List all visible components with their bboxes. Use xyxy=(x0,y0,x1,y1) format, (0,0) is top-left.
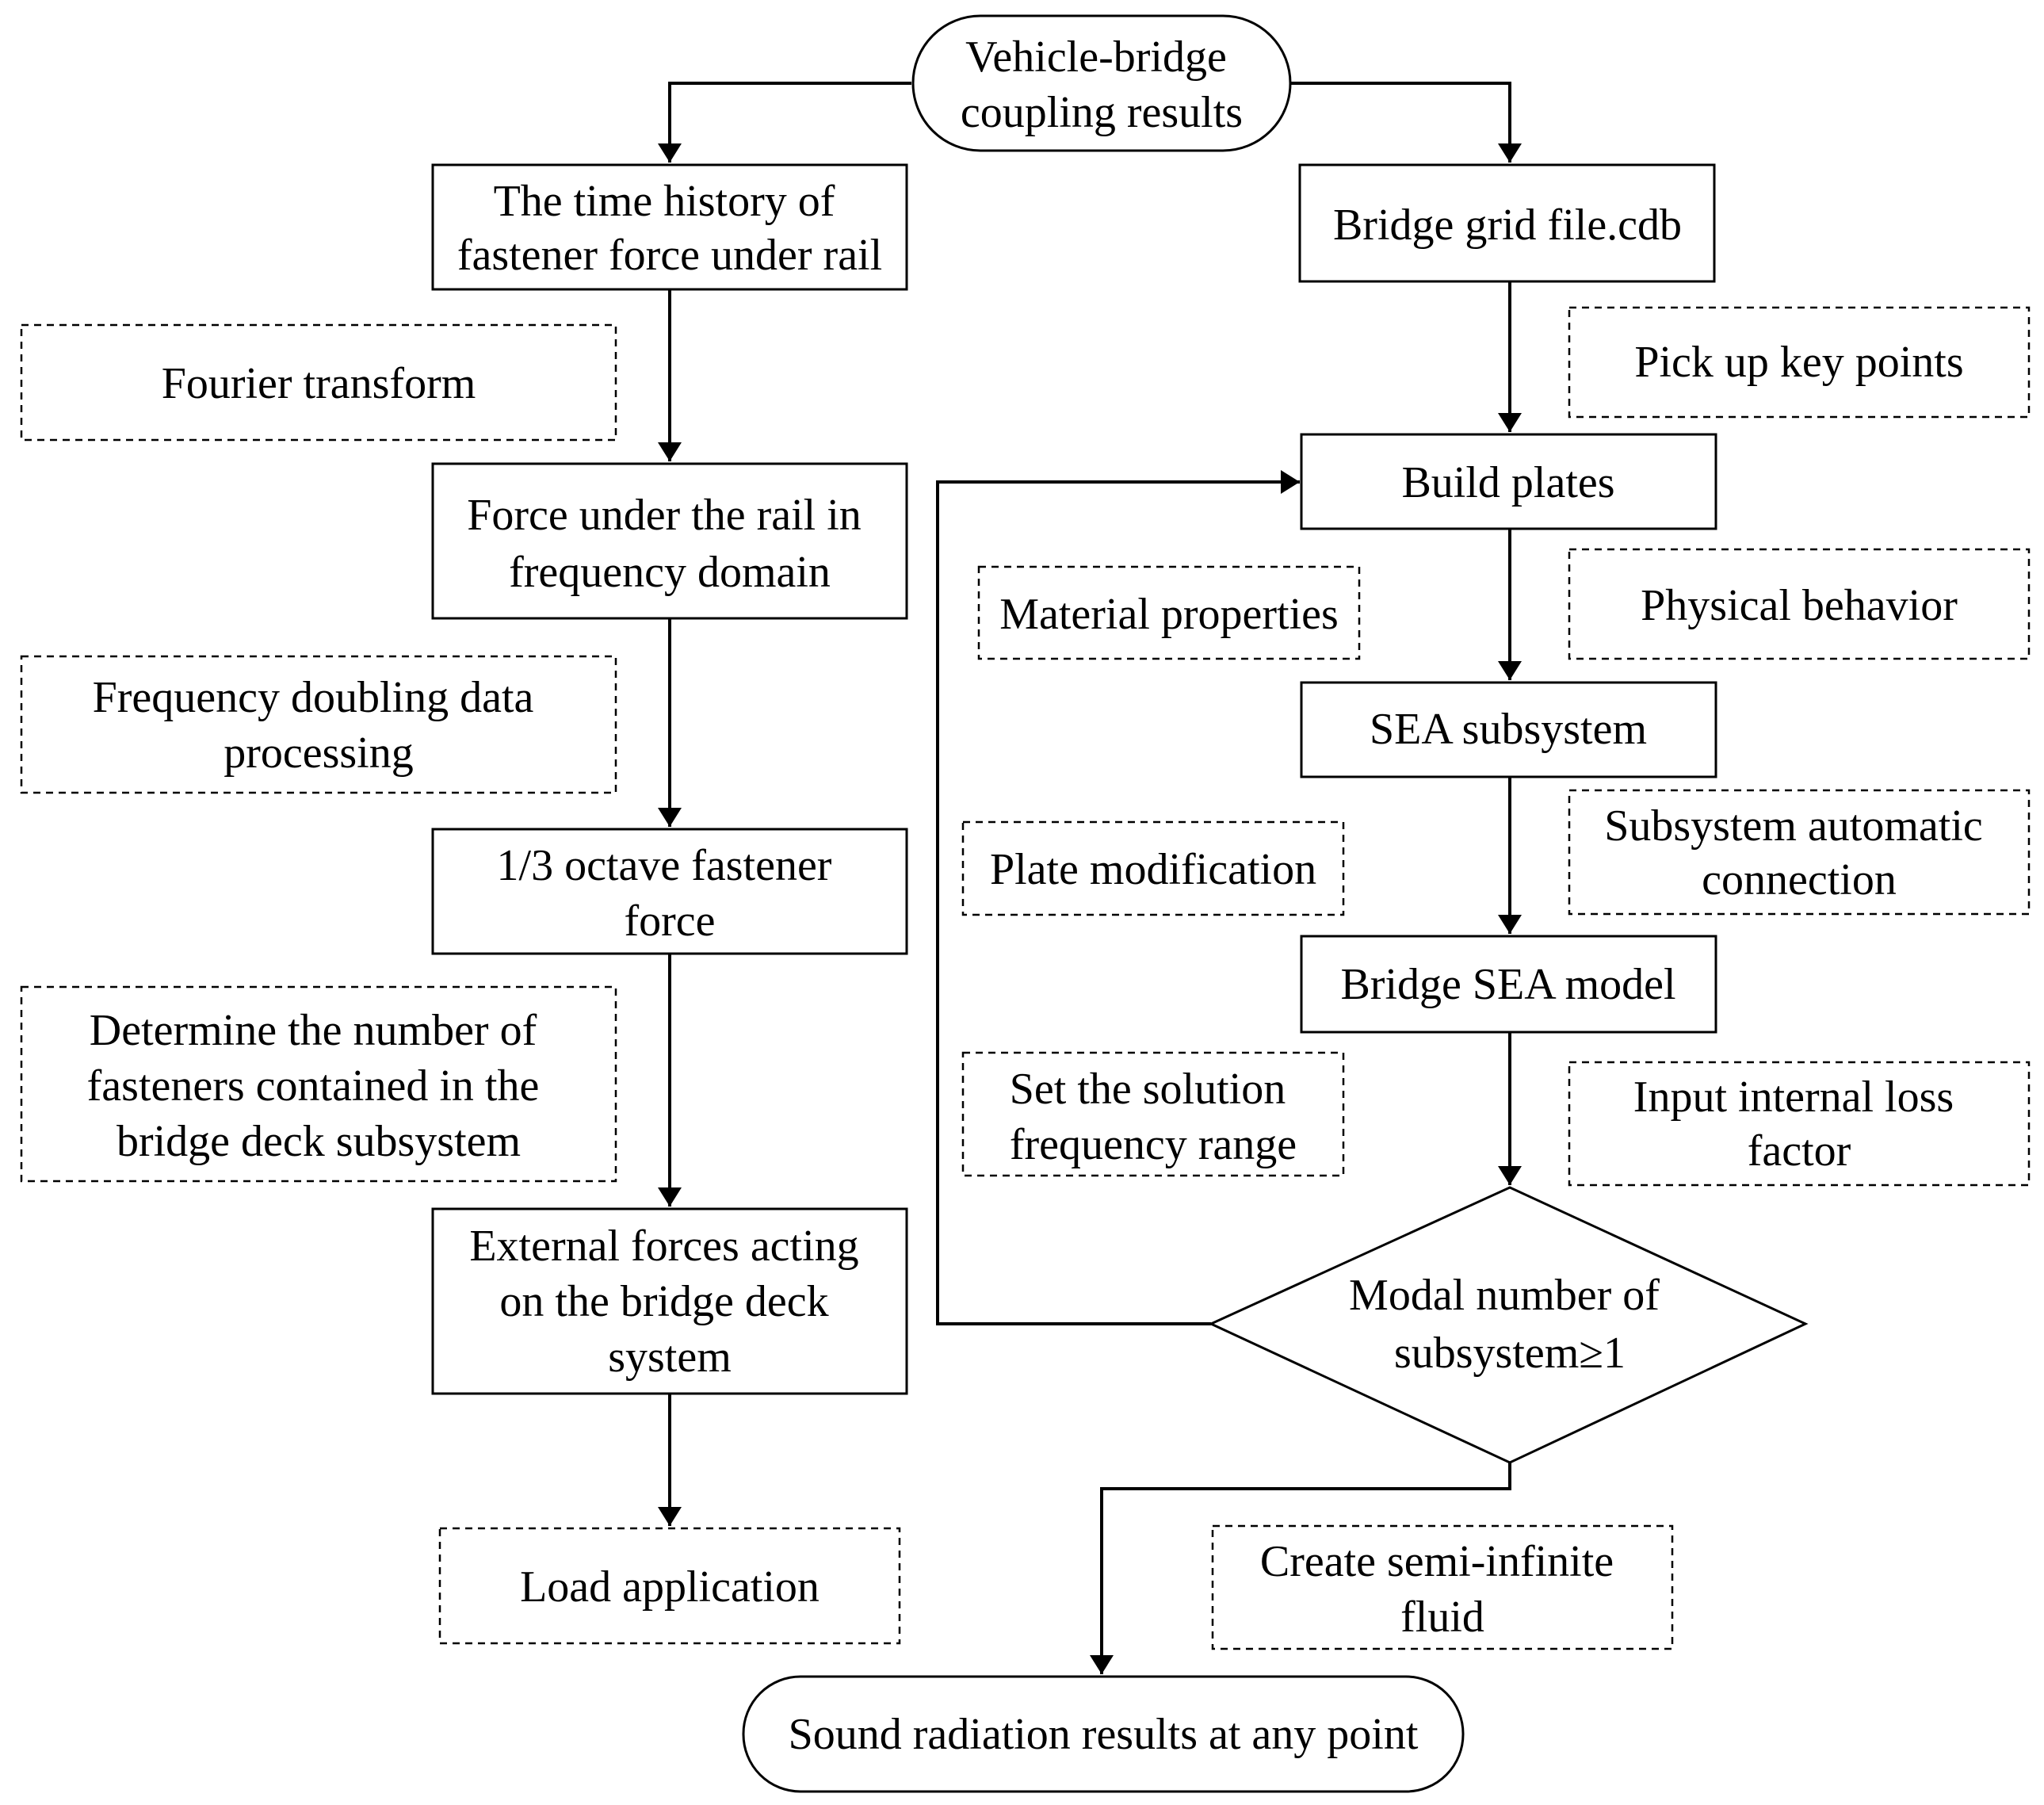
node-external: External forces acting on the bridge dec… xyxy=(431,1207,908,1395)
node-freq-doubling: Frequency doubling data processing xyxy=(20,655,617,794)
node-fourier: Fourier transform xyxy=(20,323,617,442)
node-modal: Modal number of subsystem≥1 xyxy=(1208,1186,1809,1464)
nodes: Vehicle-bridge coupling results The time… xyxy=(20,14,2031,1793)
node-grid: Bridge grid file.cdb xyxy=(1298,163,1716,283)
node-solution: Set the solution frequency range xyxy=(961,1051,1345,1177)
node-loss-label: Input internal loss factor xyxy=(1633,1073,1965,1176)
node-material: Material properties xyxy=(977,565,1361,660)
node-end: Sound radiation results at any point xyxy=(742,1675,1465,1793)
node-determine: Determine the number of fasteners contai… xyxy=(20,985,617,1183)
node-time-history-label: The time history of fastener force under… xyxy=(457,177,882,280)
node-loss: Input internal loss factor xyxy=(1568,1061,2031,1187)
node-freq-doubling-label: Frequency doubling data processing xyxy=(93,673,545,778)
node-sea-model: Bridge SEA model xyxy=(1300,935,1717,1034)
node-modal-label: Modal number of subsystem≥1 xyxy=(1349,1271,1671,1378)
edge-start-to-time-history xyxy=(658,82,911,163)
node-fourier-label: Fourier transform xyxy=(162,359,476,408)
node-plate-mod-label: Plate modification xyxy=(990,845,1316,894)
node-load-label: Load application xyxy=(520,1562,820,1612)
node-sea-sub-label: SEA subsystem xyxy=(1370,705,1647,754)
node-external-label: External forces acting on the bridge dec… xyxy=(469,1222,869,1382)
node-end-label: Sound radiation results at any point xyxy=(789,1710,1419,1759)
node-force-freq: Force under the rail in frequency domain xyxy=(431,462,908,620)
node-start-label: Vehicle-bridge coupling results xyxy=(961,33,1243,137)
edges xyxy=(658,82,1522,1674)
node-sea-sub: SEA subsystem xyxy=(1300,681,1717,778)
node-load: Load application xyxy=(438,1527,901,1645)
node-fluid-label: Create semi-infinite fluid xyxy=(1260,1537,1625,1642)
node-auto-conn: Subsystem automatic connection xyxy=(1568,789,2031,916)
edge-modal-to-end xyxy=(1090,1463,1511,1674)
node-solution-label: Set the solution frequency range xyxy=(1010,1065,1297,1169)
node-plate-mod: Plate modification xyxy=(961,820,1345,916)
node-auto-conn-label: Subsystem automatic connection xyxy=(1604,801,1994,904)
node-pick-label: Pick up key points xyxy=(1634,338,1963,387)
edge-modal-loop-to-build xyxy=(936,470,1300,1325)
node-material-label: Material properties xyxy=(999,590,1339,639)
edge-start-to-grid xyxy=(1290,82,1522,163)
node-pick: Pick up key points xyxy=(1568,306,2031,419)
node-octave: 1/3 octave fastener force xyxy=(431,828,908,955)
node-octave-label: 1/3 octave fastener force xyxy=(497,841,843,946)
node-physical: Physical behavior xyxy=(1568,548,2031,660)
node-grid-label: Bridge grid file.cdb xyxy=(1333,201,1682,250)
node-determine-label: Determine the number of fasteners contai… xyxy=(87,1006,551,1166)
node-force-freq-label: Force under the rail in frequency domain xyxy=(467,491,873,597)
node-start: Vehicle-bridge coupling results xyxy=(911,14,1292,152)
node-physical-label: Physical behavior xyxy=(1641,581,1958,630)
node-build-label: Build plates xyxy=(1401,458,1614,507)
node-fluid: Create semi-infinite fluid xyxy=(1211,1524,1674,1650)
node-time-history: The time history of fastener force under… xyxy=(431,163,908,291)
node-sea-model-label: Bridge SEA model xyxy=(1340,960,1675,1009)
node-build: Build plates xyxy=(1300,433,1717,530)
